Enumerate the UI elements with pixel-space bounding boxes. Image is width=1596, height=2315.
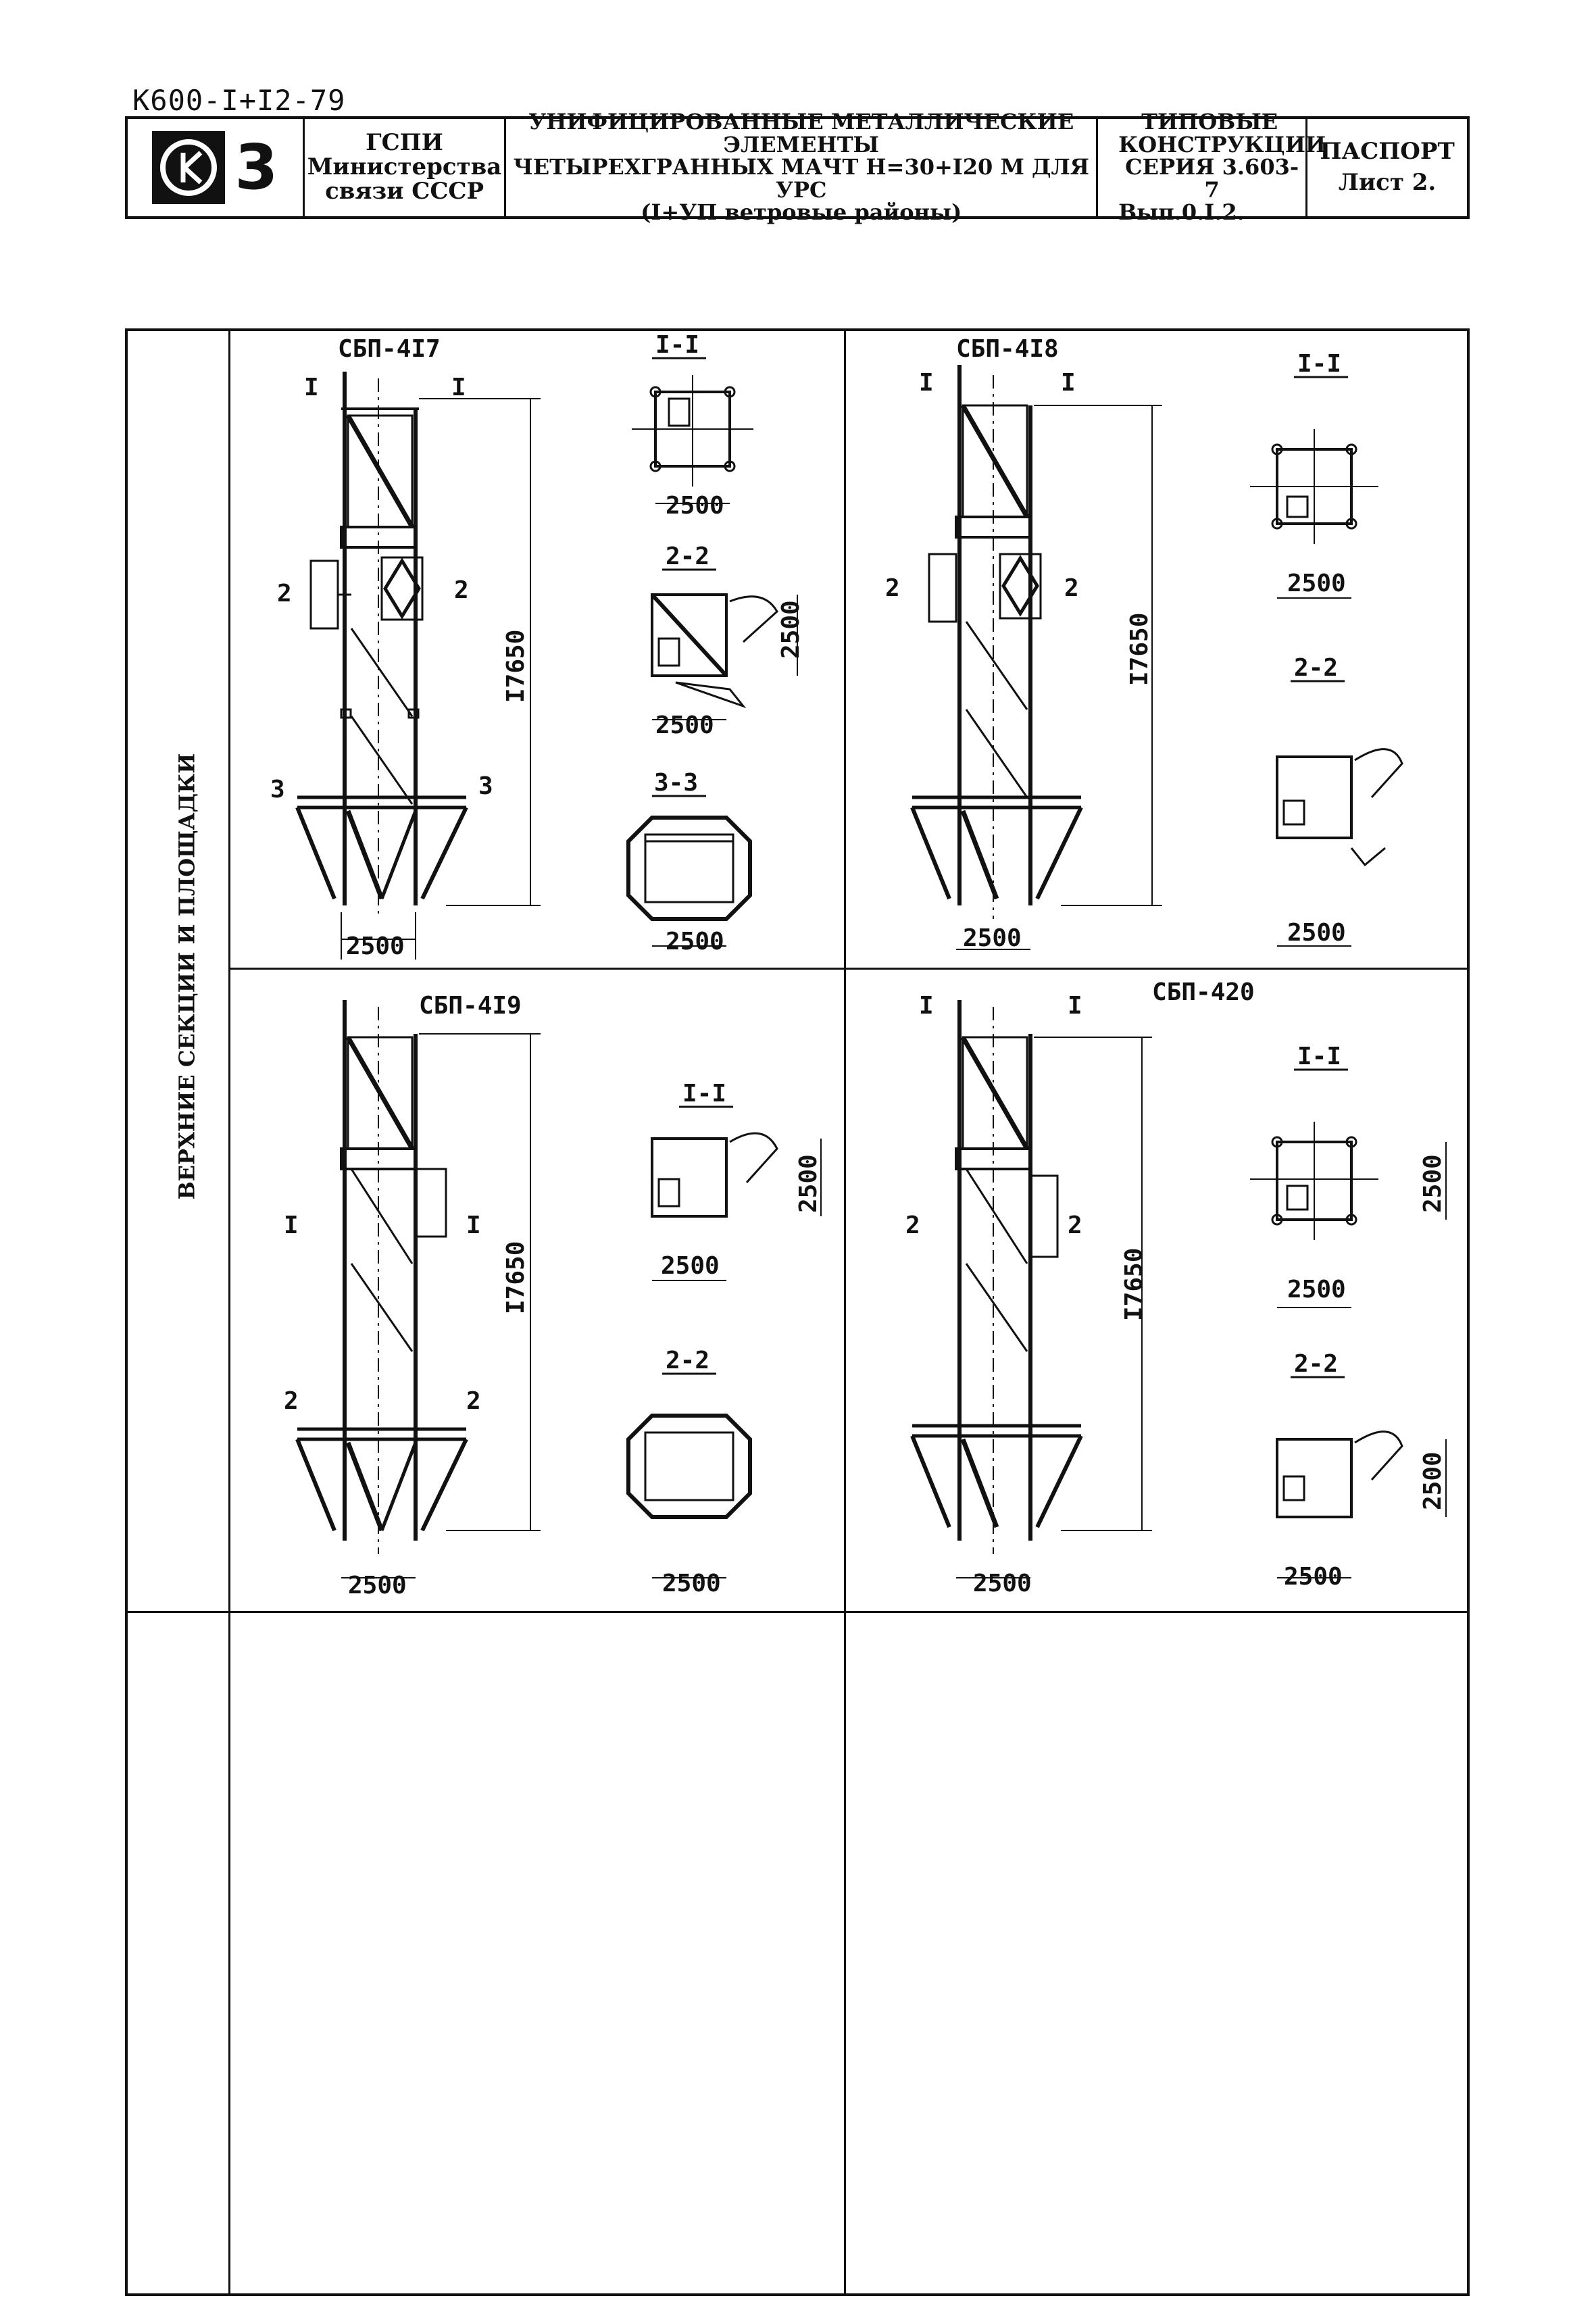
sidebar-divider — [228, 328, 230, 2296]
section-1-1-view — [1250, 1122, 1447, 1308]
panel-1-section-3-dim: 2500 — [666, 928, 724, 955]
panel-sbp-418 — [910, 365, 1403, 950]
panel-1-cut-3-left: 3 — [270, 776, 285, 803]
section-2-2-view — [626, 1414, 752, 1578]
series-line-4: Вып.0.I.2. — [1118, 199, 1245, 226]
mast-elevation — [910, 365, 1162, 950]
lower-column-divider — [844, 1612, 846, 2296]
panel-4-cut-1-right: I — [1068, 992, 1082, 1020]
panel-column-divider — [844, 328, 846, 1612]
document-type-cell: ПАСПОРТ Лист 2. — [1307, 119, 1467, 216]
series-line-2: КОНСТРУКЦИИ — [1118, 131, 1326, 157]
panel-1-cut-1-right: I — [451, 374, 466, 401]
series-line-1: ТИПОВЫЕ — [1141, 109, 1278, 135]
panel-4-height: I7650 — [1120, 1248, 1148, 1321]
panel-3-cut-2-right: 2 — [466, 1387, 481, 1415]
series-line-3: СЕРИЯ 3.603-7 — [1125, 154, 1299, 203]
section-2-2-view — [1276, 1430, 1447, 1578]
title-line-3: (I+УП ветровые районы) — [641, 199, 962, 226]
mast-elevation — [295, 372, 541, 960]
panel-3-cut-2-left: 2 — [284, 1387, 299, 1415]
document-code: К600-I+I2-79 — [132, 84, 346, 117]
section-2-2-view — [650, 593, 798, 720]
panel-3-section-1-dim-w: 2500 — [661, 1252, 720, 1280]
panel-4-cut-2-left: 2 — [905, 1212, 920, 1239]
panel-2-cut-1-left: I — [919, 369, 934, 397]
section-2-2-view — [1276, 748, 1403, 947]
panel-3-section-2-label: 2-2 — [666, 1347, 709, 1374]
panel-1-cut-2-right: 2 — [454, 576, 469, 604]
panel-4-section-1-dim-h: 2500 — [1419, 1154, 1447, 1213]
logo-cell: 3 — [128, 119, 305, 216]
panel-4-cut-2-right: 2 — [1068, 1212, 1082, 1239]
organization-cell: ГСПИ Министерства связи СССР — [305, 119, 507, 216]
panel-4-base-width: 2500 — [973, 1570, 1032, 1597]
panel-4-section-1-dim-w: 2500 — [1287, 1276, 1346, 1303]
panel-2-cut-1-right: I — [1061, 369, 1076, 397]
panel-4-section-2-dim-w: 2500 — [1284, 1563, 1343, 1591]
panel-1-base-width: 2500 — [346, 932, 405, 960]
panel-1-height: I7650 — [502, 630, 530, 703]
title-line-1: УНИФИЦИРОВАННЫЕ МЕТАЛЛИЧЕСКИЕ ЭЛЕМЕНТЫ — [528, 109, 1074, 157]
mast-elevation — [295, 1000, 541, 1578]
panel-2-section-2-label: 2-2 — [1294, 654, 1338, 682]
title-cell: УНИФИЦИРОВАННЫЕ МЕТАЛЛИЧЕСКИЕ ЭЛЕМЕНТЫ Ч… — [506, 110, 1099, 224]
section-3-3-view — [626, 816, 752, 947]
panel-4-section-1-label: I-I — [1297, 1043, 1341, 1070]
panel-4-cut-1-left: I — [919, 992, 934, 1020]
panel-2-height: I7650 — [1126, 613, 1153, 686]
section-1-1-view — [632, 375, 753, 504]
empty-area-divider — [125, 1611, 1470, 1613]
panel-1-cut-1-left: I — [304, 374, 319, 401]
panel-1-section-1-dim: 2500 — [666, 492, 724, 520]
panel-2-cut-2-left: 2 — [885, 574, 900, 602]
panel-4-section-2-label: 2-2 — [1294, 1350, 1338, 1378]
org-line-3: связи СССР — [325, 177, 484, 205]
panel-3-cut-1-right: I — [466, 1212, 481, 1239]
panel-sbp-420 — [910, 1000, 1447, 1578]
title-line-2: ЧЕТЫРЕХГРАННЫХ МАЧТ Н=30+I20 М ДЛЯ УРС — [513, 154, 1089, 203]
section-1-1-view — [651, 1132, 822, 1281]
mast-elevation — [910, 1000, 1152, 1578]
document-type: ПАСПОРТ — [1320, 138, 1455, 166]
panel-2-section-1-label: I-I — [1297, 350, 1341, 378]
panel-sbp-417 — [295, 372, 798, 960]
series-cell: ТИПОВЫЕ КОНСТРУКЦИИ СЕРИЯ 3.603-7 Вып.0.… — [1098, 110, 1326, 224]
panel-2-base-width: 2500 — [963, 924, 1022, 952]
logo-number: 3 — [234, 130, 278, 203]
panel-2-title: СБП-4I8 — [956, 335, 1059, 363]
panel-3-section-2-dim: 2500 — [662, 1570, 721, 1597]
panel-3-height: I7650 — [502, 1241, 530, 1314]
panel-2-section-1-dim: 2500 — [1287, 570, 1346, 597]
section-1-1-view — [1250, 429, 1378, 599]
panel-3-base-width: 2500 — [348, 1572, 407, 1599]
panel-4-section-2-dim-h: 2500 — [1419, 1451, 1447, 1510]
panel-1-section-2-label: 2-2 — [666, 543, 709, 570]
panel-1-section-2-dim-w: 2500 — [655, 712, 714, 739]
logo-icon — [152, 131, 226, 204]
org-line-2: Министерства — [307, 153, 502, 181]
panel-1-cut-3-right: 3 — [478, 772, 493, 800]
panel-3-cut-1-left: I — [284, 1212, 299, 1239]
panel-2-section-2-dim: 2500 — [1287, 919, 1346, 947]
drawing-frame — [125, 328, 1470, 2296]
title-block: 3 ГСПИ Министерства связи СССР УНИФИЦИРО… — [125, 110, 1470, 224]
org-line-1: ГСПИ — [366, 129, 443, 157]
panel-1-cut-2-left: 2 — [277, 580, 292, 607]
panel-3-section-1-label: I-I — [682, 1080, 726, 1107]
panel-4-title: СБП-420 — [1152, 978, 1255, 1006]
sheet-number: Лист 2. — [1338, 169, 1437, 196]
panel-3-section-1-dim-h: 2500 — [795, 1154, 822, 1213]
panel-2-cut-2-right: 2 — [1064, 574, 1079, 602]
panel-sbp-419 — [295, 1000, 822, 1578]
panel-row-divider — [228, 968, 1470, 970]
panel-1-section-1-label: I-I — [655, 331, 699, 359]
panel-1-section-3-label: 3-3 — [654, 769, 698, 797]
panel-1-section-2-dim-h: 2500 — [777, 600, 805, 659]
panel-3-title: СБП-4I9 — [419, 992, 522, 1020]
panel-1-title: СБП-4I7 — [338, 335, 441, 363]
